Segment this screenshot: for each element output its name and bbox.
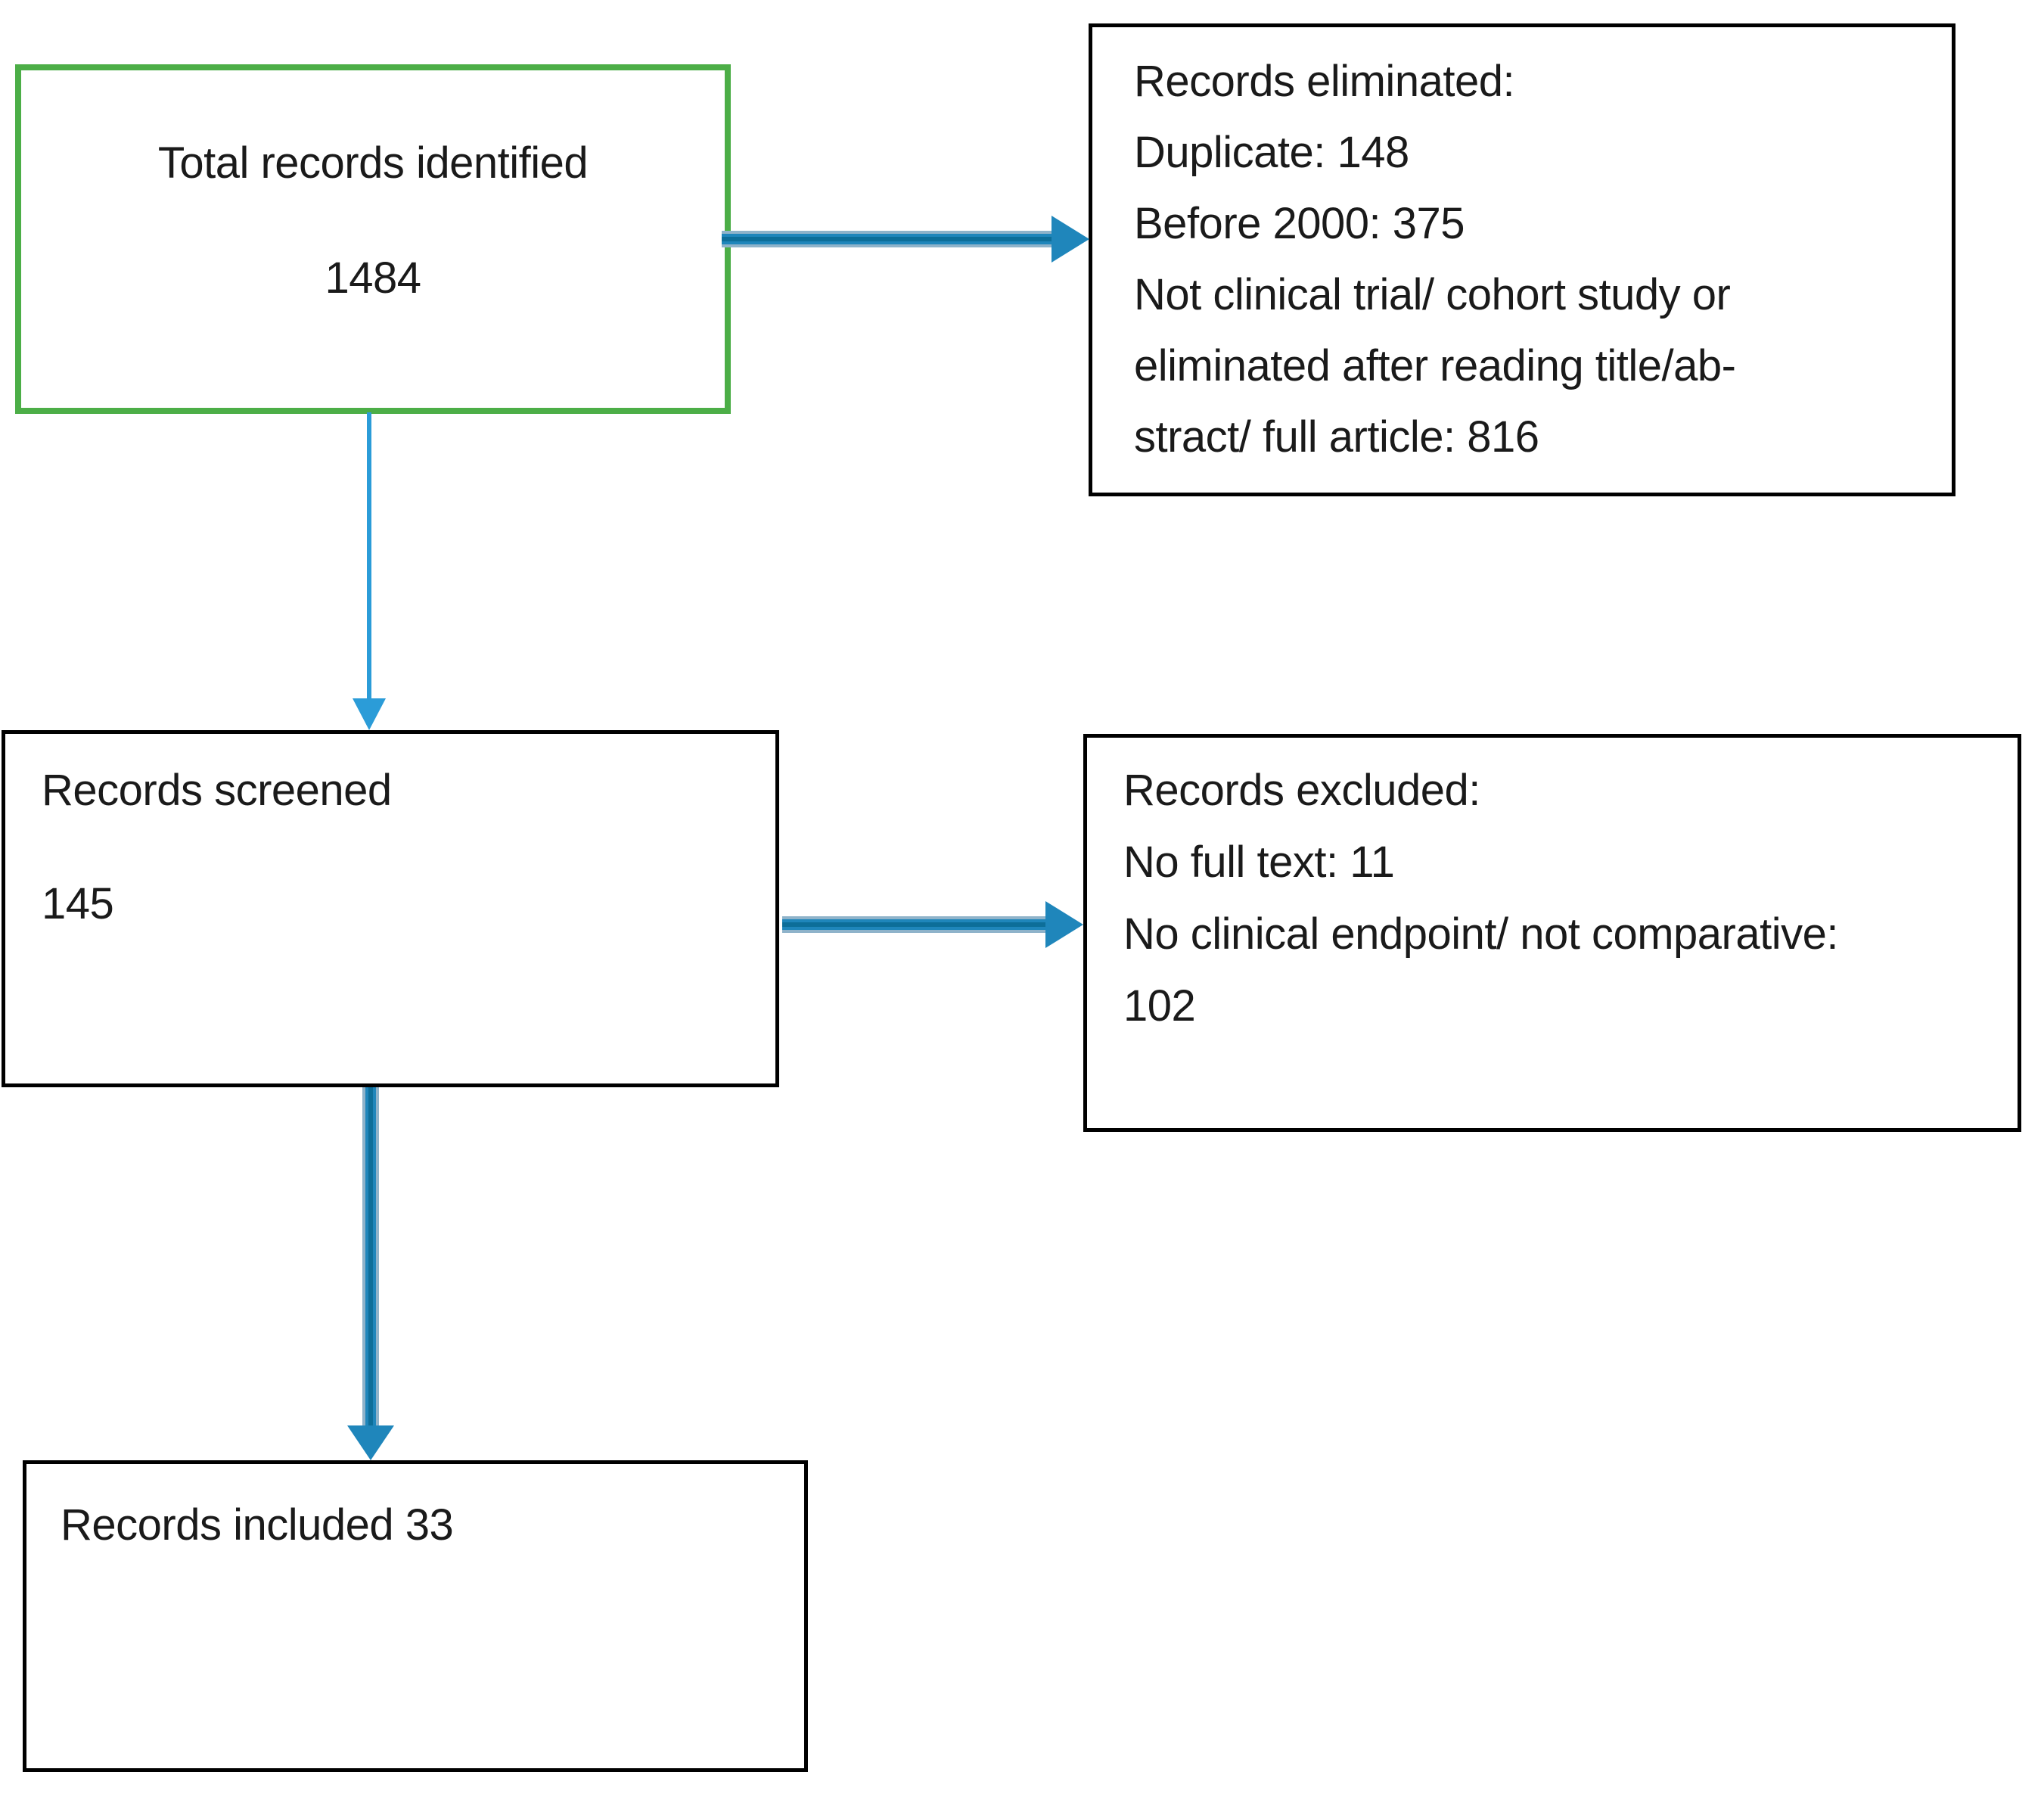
arrow-identified-to-screened xyxy=(353,412,386,730)
box-line: Records excluded: xyxy=(1123,766,1480,815)
box-line: No clinical endpoint/ not comparative: xyxy=(1123,909,1838,959)
arrowhead-right-icon xyxy=(1045,901,1083,948)
arrowhead-right-icon xyxy=(1052,216,1089,263)
box-total-records-identified: Total records identified 1484 xyxy=(15,64,731,414)
arrow-shaft xyxy=(362,1087,379,1427)
box-records-screened: Records screened 145 xyxy=(2,730,779,1087)
arrow-shaft xyxy=(782,916,1048,933)
arrowhead-down-icon xyxy=(347,1425,394,1460)
box-records-excluded: Records excluded: No full text: 11 No cl… xyxy=(1083,734,2021,1132)
arrowhead-down-icon xyxy=(353,698,386,730)
box-line: Records eliminated: xyxy=(1134,57,1515,106)
arrow-identified-to-eliminated xyxy=(722,213,1089,265)
box-line: No full text: 11 xyxy=(1123,838,1395,887)
arrow-screened-to-excluded xyxy=(782,899,1083,950)
box-count: 145 xyxy=(42,879,114,928)
box-count: 1484 xyxy=(325,253,421,303)
box-records-included: Records included 33 xyxy=(23,1460,808,1772)
box-line: Before 2000: 375 xyxy=(1134,199,1465,248)
arrow-screened-to-included xyxy=(346,1087,395,1460)
box-title: Records included 33 xyxy=(61,1500,454,1550)
box-records-eliminated: Records eliminated: Duplicate: 148 Befor… xyxy=(1089,23,1955,496)
box-line: Duplicate: 148 xyxy=(1134,128,1409,177)
box-line: 102 xyxy=(1123,981,1196,1031)
arrow-shaft xyxy=(367,412,371,700)
box-title: Total records identified xyxy=(157,138,589,188)
box-line: eliminated after reading title/ab- xyxy=(1134,341,1736,390)
arrow-shaft xyxy=(722,231,1055,247)
box-line: Not clinical trial/ cohort study or xyxy=(1134,270,1731,319)
box-line: stract/ full article: 816 xyxy=(1134,412,1539,462)
box-title: Records screened xyxy=(42,766,392,815)
